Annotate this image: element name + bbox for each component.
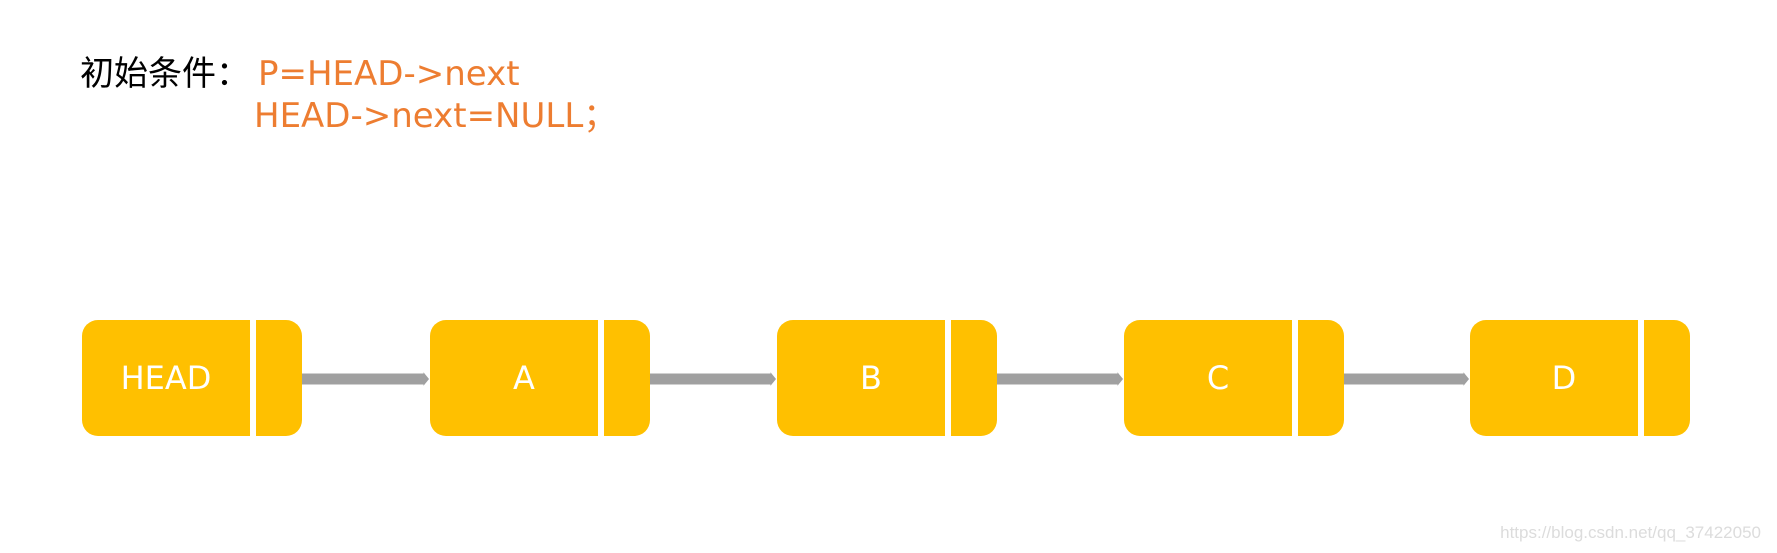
watermark: https://blog.csdn.net/qq_37422050 [1500, 523, 1761, 542]
node-b: B [777, 320, 997, 436]
arrow-a-to-b [625, 363, 780, 395]
node-d: D [1470, 320, 1690, 436]
node-b-divider [945, 320, 951, 436]
node-head: HEAD [82, 320, 302, 436]
node-c-label: C [1206, 359, 1230, 397]
node-d-divider [1638, 320, 1644, 436]
condition-line-1: P=HEAD->next [258, 54, 520, 94]
condition-line-2: HEAD->next=NULL； [254, 96, 618, 136]
condition-label: 初始条件： [80, 54, 250, 94]
node-d-label: D [1551, 359, 1577, 397]
node-c: C [1124, 320, 1344, 436]
arrow-b-to-c [972, 363, 1127, 395]
node-head-label: HEAD [120, 359, 212, 397]
node-a-divider [598, 320, 604, 436]
node-a: A [430, 320, 650, 436]
node-head-divider [250, 320, 256, 436]
node-c-divider [1292, 320, 1298, 436]
node-b-label: B [860, 359, 882, 397]
node-a-label: A [513, 359, 535, 397]
arrow-head-to-a [278, 363, 433, 395]
